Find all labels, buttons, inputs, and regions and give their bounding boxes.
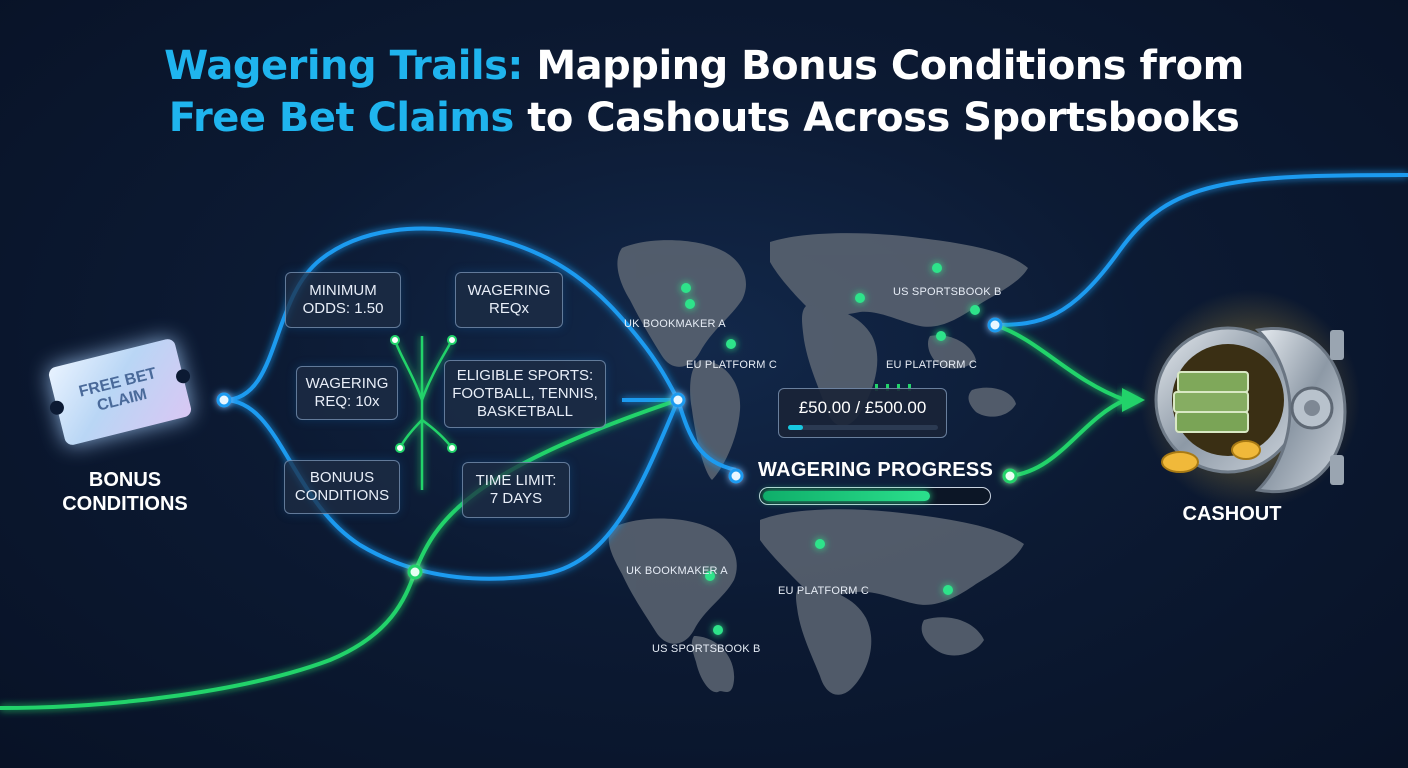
min-odds-box: MINIMUM ODDS: 1.50 [285,272,401,328]
progress-amount-fill [788,425,803,430]
wagering-progress-fill [763,491,930,501]
map-label-uk-bookmaker: UK BOOKMAKER A [626,565,728,577]
map-label-eu-platform: EU PLATFORM C [778,585,870,597]
cash-stack-icon [1173,371,1249,433]
world-map-top [617,233,1028,480]
bonus-conditions-box: BONUUS CONDITIONS [284,460,400,514]
pin-icon [685,299,695,309]
title-text-1: Mapping Bonus Conditions from [536,43,1244,89]
pin-icon [815,539,825,549]
arrow-head-icon [1122,388,1145,412]
wagering-progress-bar [759,487,991,505]
pin-icon [681,283,691,293]
progress-amount: £50.00 / £500.00 [798,398,927,417]
trail-nodes [216,317,1003,484]
map-label-us-sportsbook: US SPORTSBOOK B [652,643,761,655]
map-label-uk-bookmaker: UK BOOKMAKER A [624,318,726,330]
pin-icon [705,571,715,581]
map-pins [681,263,980,635]
title-highlight-2: Free Bet Claims [168,95,515,141]
progress-amount-box: £50.00 / £500.00 [778,388,947,438]
title-text-2: to Cashouts Across Sportsbooks [527,95,1240,141]
cashout-label: CASHOUT [1182,503,1282,525]
bonus-conditions-label: BONUS CONDITIONS [62,469,188,515]
branch-nodes [390,335,457,453]
tick-marks [875,384,911,391]
map-label-eu-platform: EU PLATFORM C [686,359,778,371]
pin-icon [970,305,980,315]
pin-icon [932,263,942,273]
title-highlight-1: Wagering Trails: [164,43,523,89]
wagering-reqx-box: WAGERING REQx [455,272,563,328]
eligible-sports-box: ELIGIBLE SPORTS: FOOTBALL, TENNIS, BASKE… [444,360,606,428]
map-label-us-sportsbook: US SPORTSBOOK B [893,286,1002,298]
time-limit-box: TIME LIMIT: 7 DAYS [462,462,570,518]
wagering-req-box: WAGERING REQ: 10x [296,366,398,420]
pin-icon [726,339,736,349]
map-label-eu-platform: EU PLATFORM C [886,359,978,371]
wagering-progress-label: WAGERING PROGRESS [758,459,994,481]
progress-amount-bar [788,425,938,430]
gold-coins-icon [1161,440,1261,473]
pin-icon [713,625,723,635]
page-title: Wagering Trails: Mapping Bonus Condition… [0,40,1408,144]
pin-icon [943,585,953,595]
vault-door-icon [1254,327,1347,493]
pin-icon [855,293,865,303]
blue-trail [223,173,1408,581]
vault-icon [1140,290,1360,510]
pin-icon [936,331,946,341]
world-map-bottom [608,509,1024,695]
